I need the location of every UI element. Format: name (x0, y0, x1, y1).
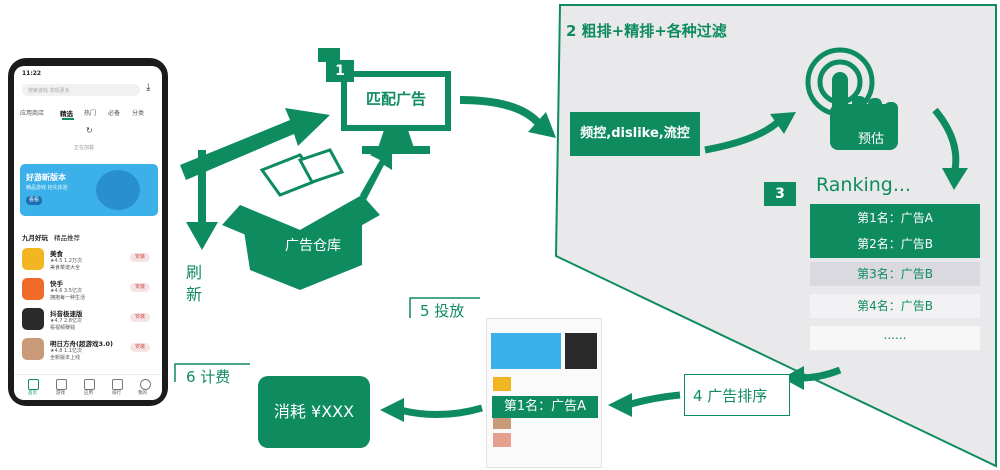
section-title: 九月好玩 (22, 234, 48, 242)
ranking-list: 第1名：广告A 第2名：广告B 第3名：广告B 第4名：广告B ...... (810, 200, 982, 350)
app-desc: 全新版本上线 (50, 355, 81, 361)
install-button[interactable]: 安装 (130, 313, 150, 322)
section-subtitle: 精品推荐 (54, 234, 80, 242)
match-ads-label: 匹配广告 (365, 90, 426, 108)
rank-row-more: ...... (810, 326, 980, 350)
tab-1[interactable]: 精选 (60, 110, 73, 118)
bottom-tab-label: 应用 (84, 391, 93, 396)
rank-row-2: 第2名：广告B (810, 230, 980, 258)
active-tab-indicator (62, 118, 74, 120)
refresh-arrow (186, 150, 218, 250)
bottom-tab-label: 游戏 (56, 391, 65, 396)
app-icon (22, 338, 44, 360)
step1-badge: 1 (326, 60, 354, 82)
bottom-tab-label: 首页 (28, 391, 37, 396)
profile-icon[interactable] (140, 379, 151, 390)
refresh-label: 刷 新 (186, 263, 203, 304)
loading-icon: ↻ (86, 126, 93, 135)
list-item[interactable]: 美食 ★4.5 1.2万次 美食菜谱大全 安装 (14, 246, 162, 276)
billing-label: 6 计费 (186, 368, 231, 386)
monitor-icon (341, 71, 451, 131)
predict-label: 预估 (858, 132, 885, 147)
apps-icon[interactable] (84, 379, 95, 390)
list-item[interactable]: 抖音极速版 ★4.7 2.8亿次 看视频赚钱 安装 (14, 306, 162, 336)
install-button[interactable]: 安装 (130, 343, 150, 352)
rank-row-3: 第3名：广告B (810, 262, 980, 286)
bottom-tab-bar: 首页 游戏 应用 排行 我的 (14, 374, 162, 400)
search-placeholder: 搜索游戏 发现更多 (28, 88, 70, 94)
tab-3[interactable]: 必备 (108, 110, 121, 117)
app-icon (22, 248, 44, 270)
mini-phone-screenshot (486, 318, 602, 468)
app-name: 快手 (50, 280, 63, 288)
app-meta: ★4.8 1.1亿次 (50, 348, 82, 354)
app-desc: 拥抱每一种生活 (50, 295, 86, 301)
arrow-to-monitor-left (180, 108, 330, 180)
arrow-to-filter (459, 96, 544, 128)
app-meta: ★4.6 3.5亿次 (50, 288, 82, 294)
bottom-tab-label: 排行 (112, 391, 121, 396)
app-list: 美食 ★4.5 1.2万次 美食菜谱大全 安装 快手 ★4.6 3.5亿次 拥抱… (14, 246, 162, 370)
app-meta: ★4.7 2.8亿次 (50, 318, 82, 324)
banner-button[interactable]: 看看 (26, 196, 42, 205)
app-icon (22, 308, 44, 330)
arrow-to-ranking (932, 107, 960, 171)
mini-banner (491, 333, 561, 369)
loading-text: 正在加载 (74, 145, 95, 151)
list-item[interactable]: 快手 ★4.6 3.5亿次 拥抱每一种生活 安装 (14, 276, 162, 306)
tab-4[interactable]: 分类 (132, 110, 145, 117)
filter-box: 频控,dislike,流控 (570, 112, 700, 156)
sort-label: 4 广告排序 (693, 387, 768, 405)
mini-top-ad-highlight: 第1名：广告A (492, 396, 598, 418)
app-icon (22, 278, 44, 300)
step3-badge: 3 (764, 182, 796, 206)
arrow-to-delivery (626, 391, 681, 409)
app-meta: ★4.5 1.2万次 (50, 258, 82, 264)
step2-title: 2 粗排+精排+各种过滤 (566, 22, 727, 40)
banner-art (96, 170, 140, 210)
tab-0[interactable]: 应用商店 (20, 110, 45, 117)
game-icon[interactable] (56, 379, 67, 390)
arrow-to-predict (704, 117, 783, 154)
install-button[interactable]: 安装 (130, 253, 150, 262)
status-time: 11:22 (22, 70, 42, 77)
app-name: 明日方舟(超游戏3.0) (50, 340, 113, 348)
mini-banner-dark (565, 333, 597, 369)
bottom-tab-label: 我的 (138, 391, 147, 396)
install-button[interactable]: 安装 (130, 283, 150, 292)
warehouse-label: 广告仓库 (285, 238, 341, 254)
arrow-to-cost (399, 404, 483, 418)
rank-row-4: 第4名：广告B (810, 294, 980, 318)
app-name: 美食 (50, 250, 63, 258)
mini-app-icon (493, 415, 511, 429)
banner-title: 好游新版本 (26, 173, 66, 182)
rank-row-1: 第1名：广告A (810, 204, 980, 232)
mini-app-icon (493, 377, 511, 391)
home-icon[interactable] (28, 379, 39, 390)
search-input[interactable]: 搜索游戏 发现更多 (22, 84, 140, 96)
banner[interactable]: 好游新版本 精品游戏 抢先体验 看看 (20, 164, 158, 216)
step1-badge-back (318, 48, 340, 62)
phone-screen: 11:22 搜索游戏 发现更多 ⤓ 应用商店 精选 热门 必备 分类 ↻ 正在加… (14, 66, 162, 400)
download-icon[interactable]: ⤓ (146, 82, 151, 93)
list-item[interactable]: 明日方舟(超游戏3.0) ★4.8 1.1亿次 全新版本上线 安装 (14, 336, 162, 366)
delivery-label: 5 投放 (420, 302, 465, 320)
sort-box: 4 广告排序 (684, 374, 790, 416)
cost-box: 消耗 ¥XXX (258, 376, 370, 448)
nav-tabs: 应用商店 精选 热门 必备 分类 (18, 106, 158, 120)
banner-subtitle: 精品游戏 抢先体验 (26, 185, 68, 191)
app-name: 抖音极速版 (50, 310, 83, 318)
tab-2[interactable]: 热门 (84, 110, 97, 117)
mini-app-icon (493, 433, 511, 447)
ranking-title: Ranking... (816, 174, 911, 196)
predict-touch-icon (805, 47, 898, 150)
app-desc: 美食菜谱大全 (50, 265, 81, 271)
app-desc: 看视频赚钱 (50, 325, 76, 331)
rank-icon[interactable] (112, 379, 123, 390)
